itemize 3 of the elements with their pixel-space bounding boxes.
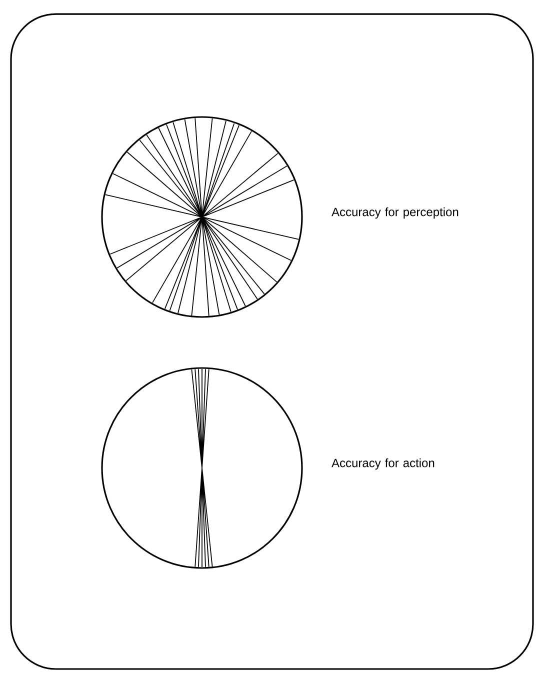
circle-caption: Accuracy for perception — [332, 207, 458, 219]
circle-caption: Accuracy for action — [332, 458, 434, 470]
circle — [101, 367, 303, 569]
